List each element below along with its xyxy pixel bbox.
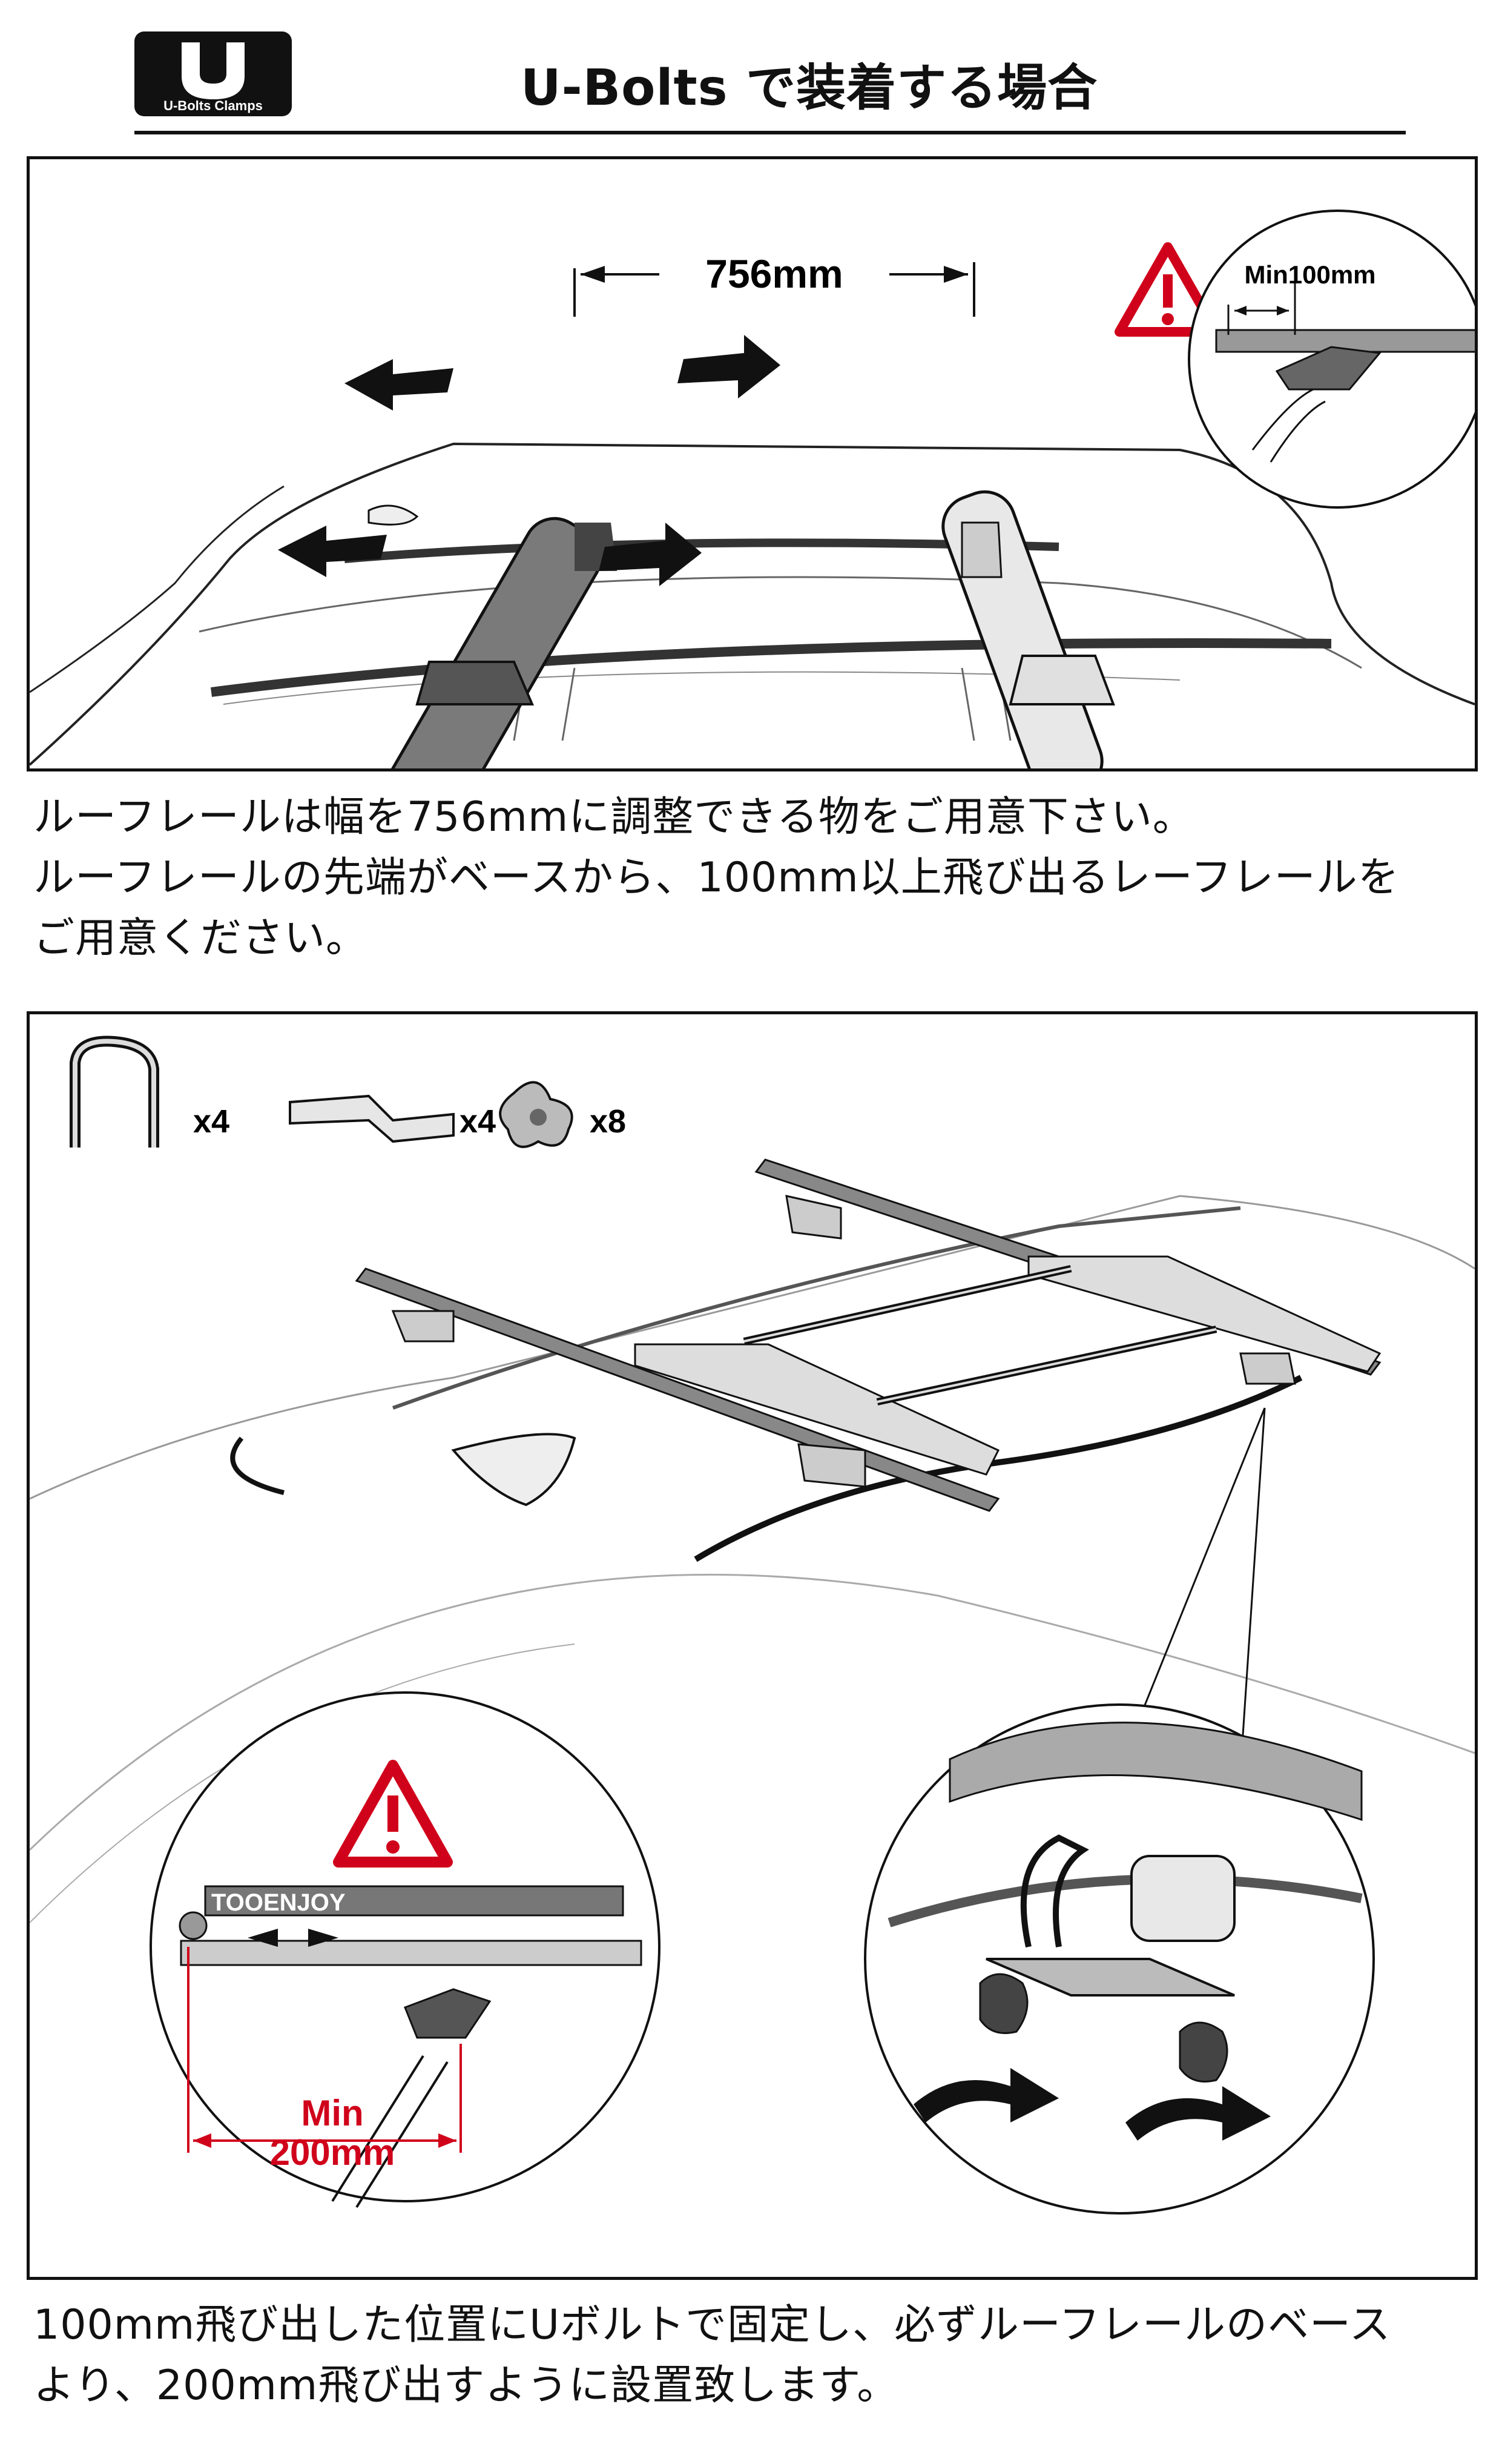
instruction-2-line-1: 100mm飛び出した位置にUボルトで固定し、必ずルーフレールのベース: [33, 2301, 1391, 2349]
warning-triangle-icon: [1115, 242, 1221, 337]
right-inset-u-bolt-detail: [864, 1703, 1375, 2215]
panel-u-bolt-install: x4 x4 x8: [27, 1011, 1478, 2280]
title-divider: [134, 131, 1406, 134]
u-bolt-icon: [70, 1035, 159, 1148]
rail-overhang-inset: Min100mm: [1188, 210, 1487, 509]
crossbar-right: [941, 490, 1115, 798]
move-outward-arrows-icon: [278, 335, 780, 586]
u-bolt-qty: x4: [193, 1103, 229, 1140]
crossbar-left: [383, 517, 617, 831]
page-title: U-Bolts で装着する場合: [521, 59, 1098, 117]
instruction-text-2: 100mm飛び出した位置にUボルトで固定し、必ずルーフレールのベース より、20…: [33, 2295, 1486, 2416]
instruction-2-line-2: より、200mm飛び出すように設置致します。: [33, 2362, 899, 2410]
panel-roof-rail-width: 756mm Min100mm: [27, 156, 1487, 831]
clamp-plate-icon: [289, 1094, 455, 1143]
roof-diagram-top: 756mm Min100mm: [28, 210, 1487, 831]
instruction-1-line-1: ルーフレールは幅を756mmに調整できる物をご用意下さい。: [33, 793, 1194, 841]
clamp-plate-qty: x4: [459, 1103, 496, 1140]
instruction-text-1: ルーフレールは幅を756mmに調整できる物をご用意下さい。 ルーフレールの先端が…: [33, 787, 1486, 969]
min-200mm-label: 200mm: [270, 2132, 395, 2173]
warning-triangle-icon-2: [333, 1760, 453, 1868]
u-bolts-logo: U-Bolts Clamps: [134, 31, 292, 116]
min-label: Min: [301, 2093, 363, 2133]
left-inset-min-200mm: TOOENJOY Min 200mm: [150, 1691, 660, 2208]
install-diagram: x4 x4 x8: [28, 1035, 1475, 2215]
knob-nut-qty: x8: [590, 1103, 626, 1140]
min-100mm-label: Min100mm: [1244, 260, 1375, 289]
logo-caption: U-Bolts Clamps: [163, 98, 263, 113]
crossbar-assembly: [355, 1158, 1382, 1512]
brand-tooenjoy: TOOENJOY: [211, 1889, 346, 1916]
instruction-1-line-3: ご用意ください。: [33, 914, 368, 962]
instruction-1-line-2: ルーフレールの先端がベースから、100mm以上飛び出るレーフレールを: [33, 854, 1400, 902]
dimension-756: 756mm: [705, 251, 843, 296]
knob-nut-icon: [499, 1081, 573, 1148]
